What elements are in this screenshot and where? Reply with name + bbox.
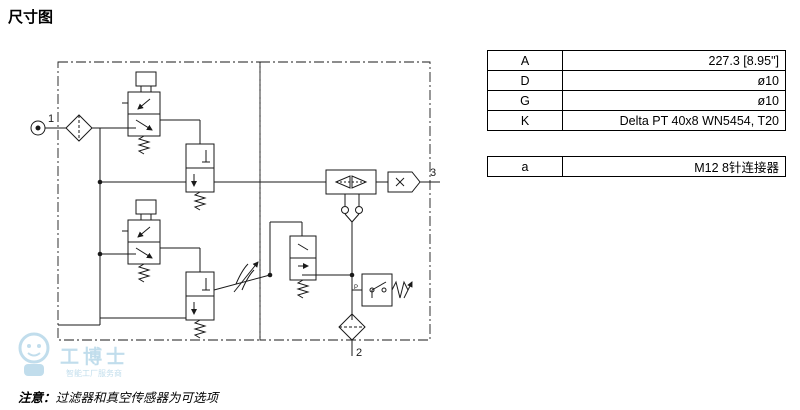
table-row: G ø10 (487, 90, 786, 111)
connector-value: M12 8针连接器 (562, 156, 786, 177)
vacuum-switch (361, 273, 413, 307)
inlet-filter (65, 114, 93, 142)
dim-value: ø10 (562, 90, 786, 111)
mascot-icon (18, 332, 50, 376)
main-valve-upper (185, 143, 326, 211)
enclosure-boundary (57, 61, 431, 341)
note-prefix: 注意： (18, 390, 56, 405)
flow-restrictor (233, 261, 259, 293)
dim-value: Delta PT 40x8 WN5454, T20 (562, 110, 786, 131)
table-row: A 227.3 [8.95"] (487, 50, 786, 71)
inlet-port-1 (30, 120, 66, 136)
dim-value: 227.3 [8.95"] (562, 50, 786, 71)
junction-dot (97, 251, 103, 257)
dimension-table: A 227.3 [8.95"] D ø10 G ø10 K Delta PT 4… (487, 50, 786, 131)
table-row: K Delta PT 40x8 WN5454, T20 (487, 110, 786, 131)
dim-key: D (487, 70, 563, 91)
junction-dot (267, 272, 273, 278)
watermark-logo: 工博士 智能工厂服务商 (12, 328, 172, 384)
connector-key: a (487, 156, 563, 177)
page-title: 尺寸图 (8, 8, 54, 26)
supply-lines (58, 127, 186, 326)
exhaust-port-3 (387, 171, 440, 193)
vacuum-filter (338, 313, 366, 356)
dim-key: G (487, 90, 563, 111)
dim-key: K (487, 110, 563, 131)
footnote: 注意：过滤器和真空传感器为可选项 (18, 387, 218, 406)
junction-dot (349, 272, 355, 278)
vacuum-ejector (325, 169, 388, 320)
main-valve-lower (185, 271, 271, 339)
port-1-label: 1 (48, 113, 54, 125)
junction-dot (97, 179, 103, 185)
check-valve-block (289, 235, 350, 299)
watermark-subtitle: 智能工厂服务商 (66, 369, 122, 378)
table-row: D ø10 (487, 70, 786, 91)
port-p-label: P (354, 285, 358, 291)
port-2-label: 2 (356, 347, 362, 359)
dim-key: A (487, 50, 563, 71)
note-text: 过滤器和真空传感器为可选项 (55, 390, 219, 405)
pilot-valve-upper (122, 71, 201, 155)
port-3-label: 3 (430, 167, 436, 179)
pilot-valve-lower (122, 199, 201, 283)
watermark-name: 工博士 (60, 346, 130, 368)
connector-table: a M12 8针连接器 (487, 156, 786, 177)
table-row: a M12 8针连接器 (487, 156, 786, 177)
dim-value: ø10 (562, 70, 786, 91)
